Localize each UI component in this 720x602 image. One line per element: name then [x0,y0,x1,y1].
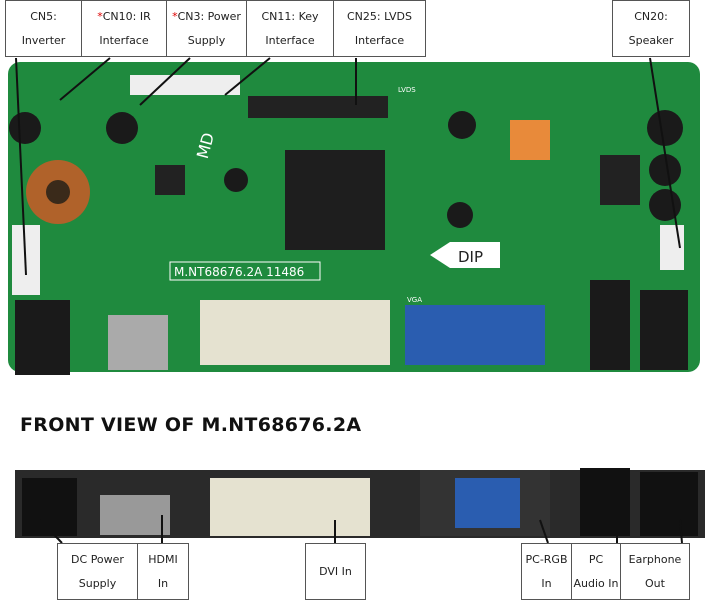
page-title: FRONT VIEW OF M.NT68676.2A [20,414,362,436]
label-cn20: CN20:Speaker [612,0,690,57]
capacitor [647,110,683,146]
heatsink [510,120,550,160]
dip-arrow [430,242,500,268]
vga-port [405,305,545,365]
hdmi-port [108,315,168,370]
capacitor [9,112,41,144]
chip [155,165,185,195]
dip-label: DIP [458,248,483,266]
capacitor [106,112,138,144]
cn11-connector [130,75,240,95]
label-cn5: CN5:Inverter [5,0,82,57]
callout-arrows [15,57,683,544]
capacitor [447,202,473,228]
main-chip [285,150,385,250]
chip [600,155,640,205]
label-dvi: DVI In [305,543,366,600]
vga-silkscreen: VGA [407,296,422,304]
capacitor [448,111,476,139]
capacitor [649,189,681,221]
audio-jack [590,280,630,370]
model-silkscreen: M.NT68676.2A 11486 [174,265,304,279]
earphone-jack [640,290,688,370]
dc-power-jack [15,300,70,375]
dvi-port [200,300,390,365]
lvds-silkscreen: LVDS [398,86,416,94]
capacitor [224,168,248,192]
lvds-header [248,96,388,118]
capacitor [649,154,681,186]
